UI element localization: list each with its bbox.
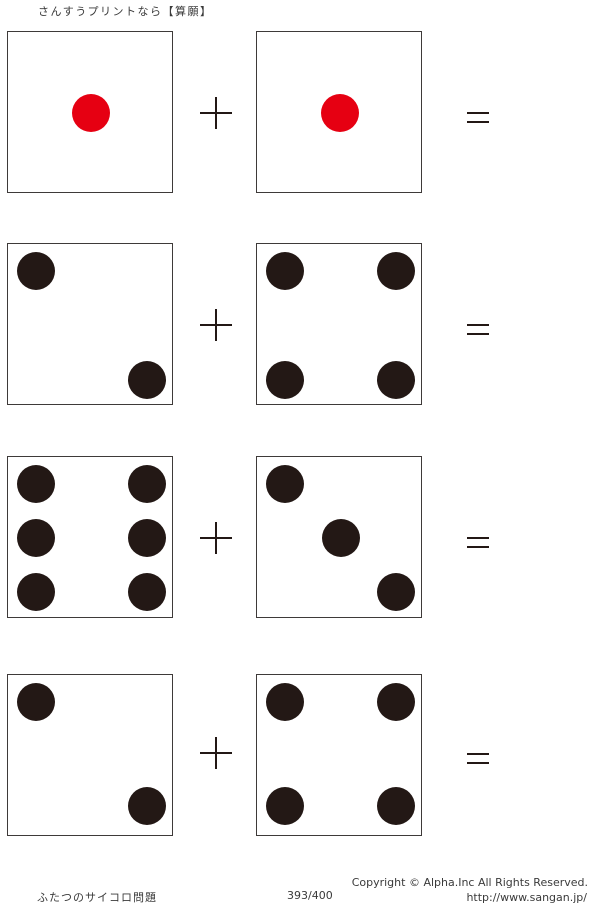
pip bbox=[377, 573, 415, 611]
plus-icon bbox=[200, 522, 232, 554]
die-left-3 bbox=[7, 456, 173, 618]
equals-icon bbox=[467, 324, 489, 335]
die-right-3 bbox=[256, 456, 422, 618]
pip bbox=[128, 573, 166, 611]
die-left-4 bbox=[7, 674, 173, 836]
pip bbox=[128, 519, 166, 557]
footer-copyright: Copyright © Alpha.Inc All Rights Reserve… bbox=[351, 876, 588, 889]
pip bbox=[72, 94, 110, 132]
die-right-1 bbox=[256, 31, 422, 193]
footer-page-number: 393/400 bbox=[287, 889, 333, 902]
pip bbox=[128, 787, 166, 825]
footer-url[interactable]: http://www.sangan.jp/ bbox=[466, 891, 587, 904]
pip bbox=[17, 519, 55, 557]
pip bbox=[266, 361, 304, 399]
pip bbox=[266, 787, 304, 825]
die-right-2 bbox=[256, 243, 422, 405]
pip bbox=[128, 465, 166, 503]
pip bbox=[377, 361, 415, 399]
pip bbox=[17, 683, 55, 721]
pip bbox=[17, 573, 55, 611]
pip bbox=[266, 465, 304, 503]
pip bbox=[322, 519, 360, 557]
plus-icon bbox=[200, 309, 232, 341]
pip bbox=[377, 787, 415, 825]
die-right-4 bbox=[256, 674, 422, 836]
plus-icon bbox=[200, 737, 232, 769]
die-left-2 bbox=[7, 243, 173, 405]
pip bbox=[321, 94, 359, 132]
pip bbox=[266, 683, 304, 721]
plus-icon bbox=[200, 97, 232, 129]
equals-icon bbox=[467, 537, 489, 548]
header-title: さんすうプリントなら【算願】 bbox=[38, 5, 213, 18]
footer-worksheet-title: ふたつのサイコロ問題 bbox=[37, 891, 157, 904]
pip bbox=[17, 252, 55, 290]
equals-icon bbox=[467, 112, 489, 123]
pip bbox=[17, 465, 55, 503]
pip bbox=[266, 252, 304, 290]
pip bbox=[377, 683, 415, 721]
pip bbox=[128, 361, 166, 399]
pip bbox=[377, 252, 415, 290]
die-left-1 bbox=[7, 31, 173, 193]
equals-icon bbox=[467, 753, 489, 764]
